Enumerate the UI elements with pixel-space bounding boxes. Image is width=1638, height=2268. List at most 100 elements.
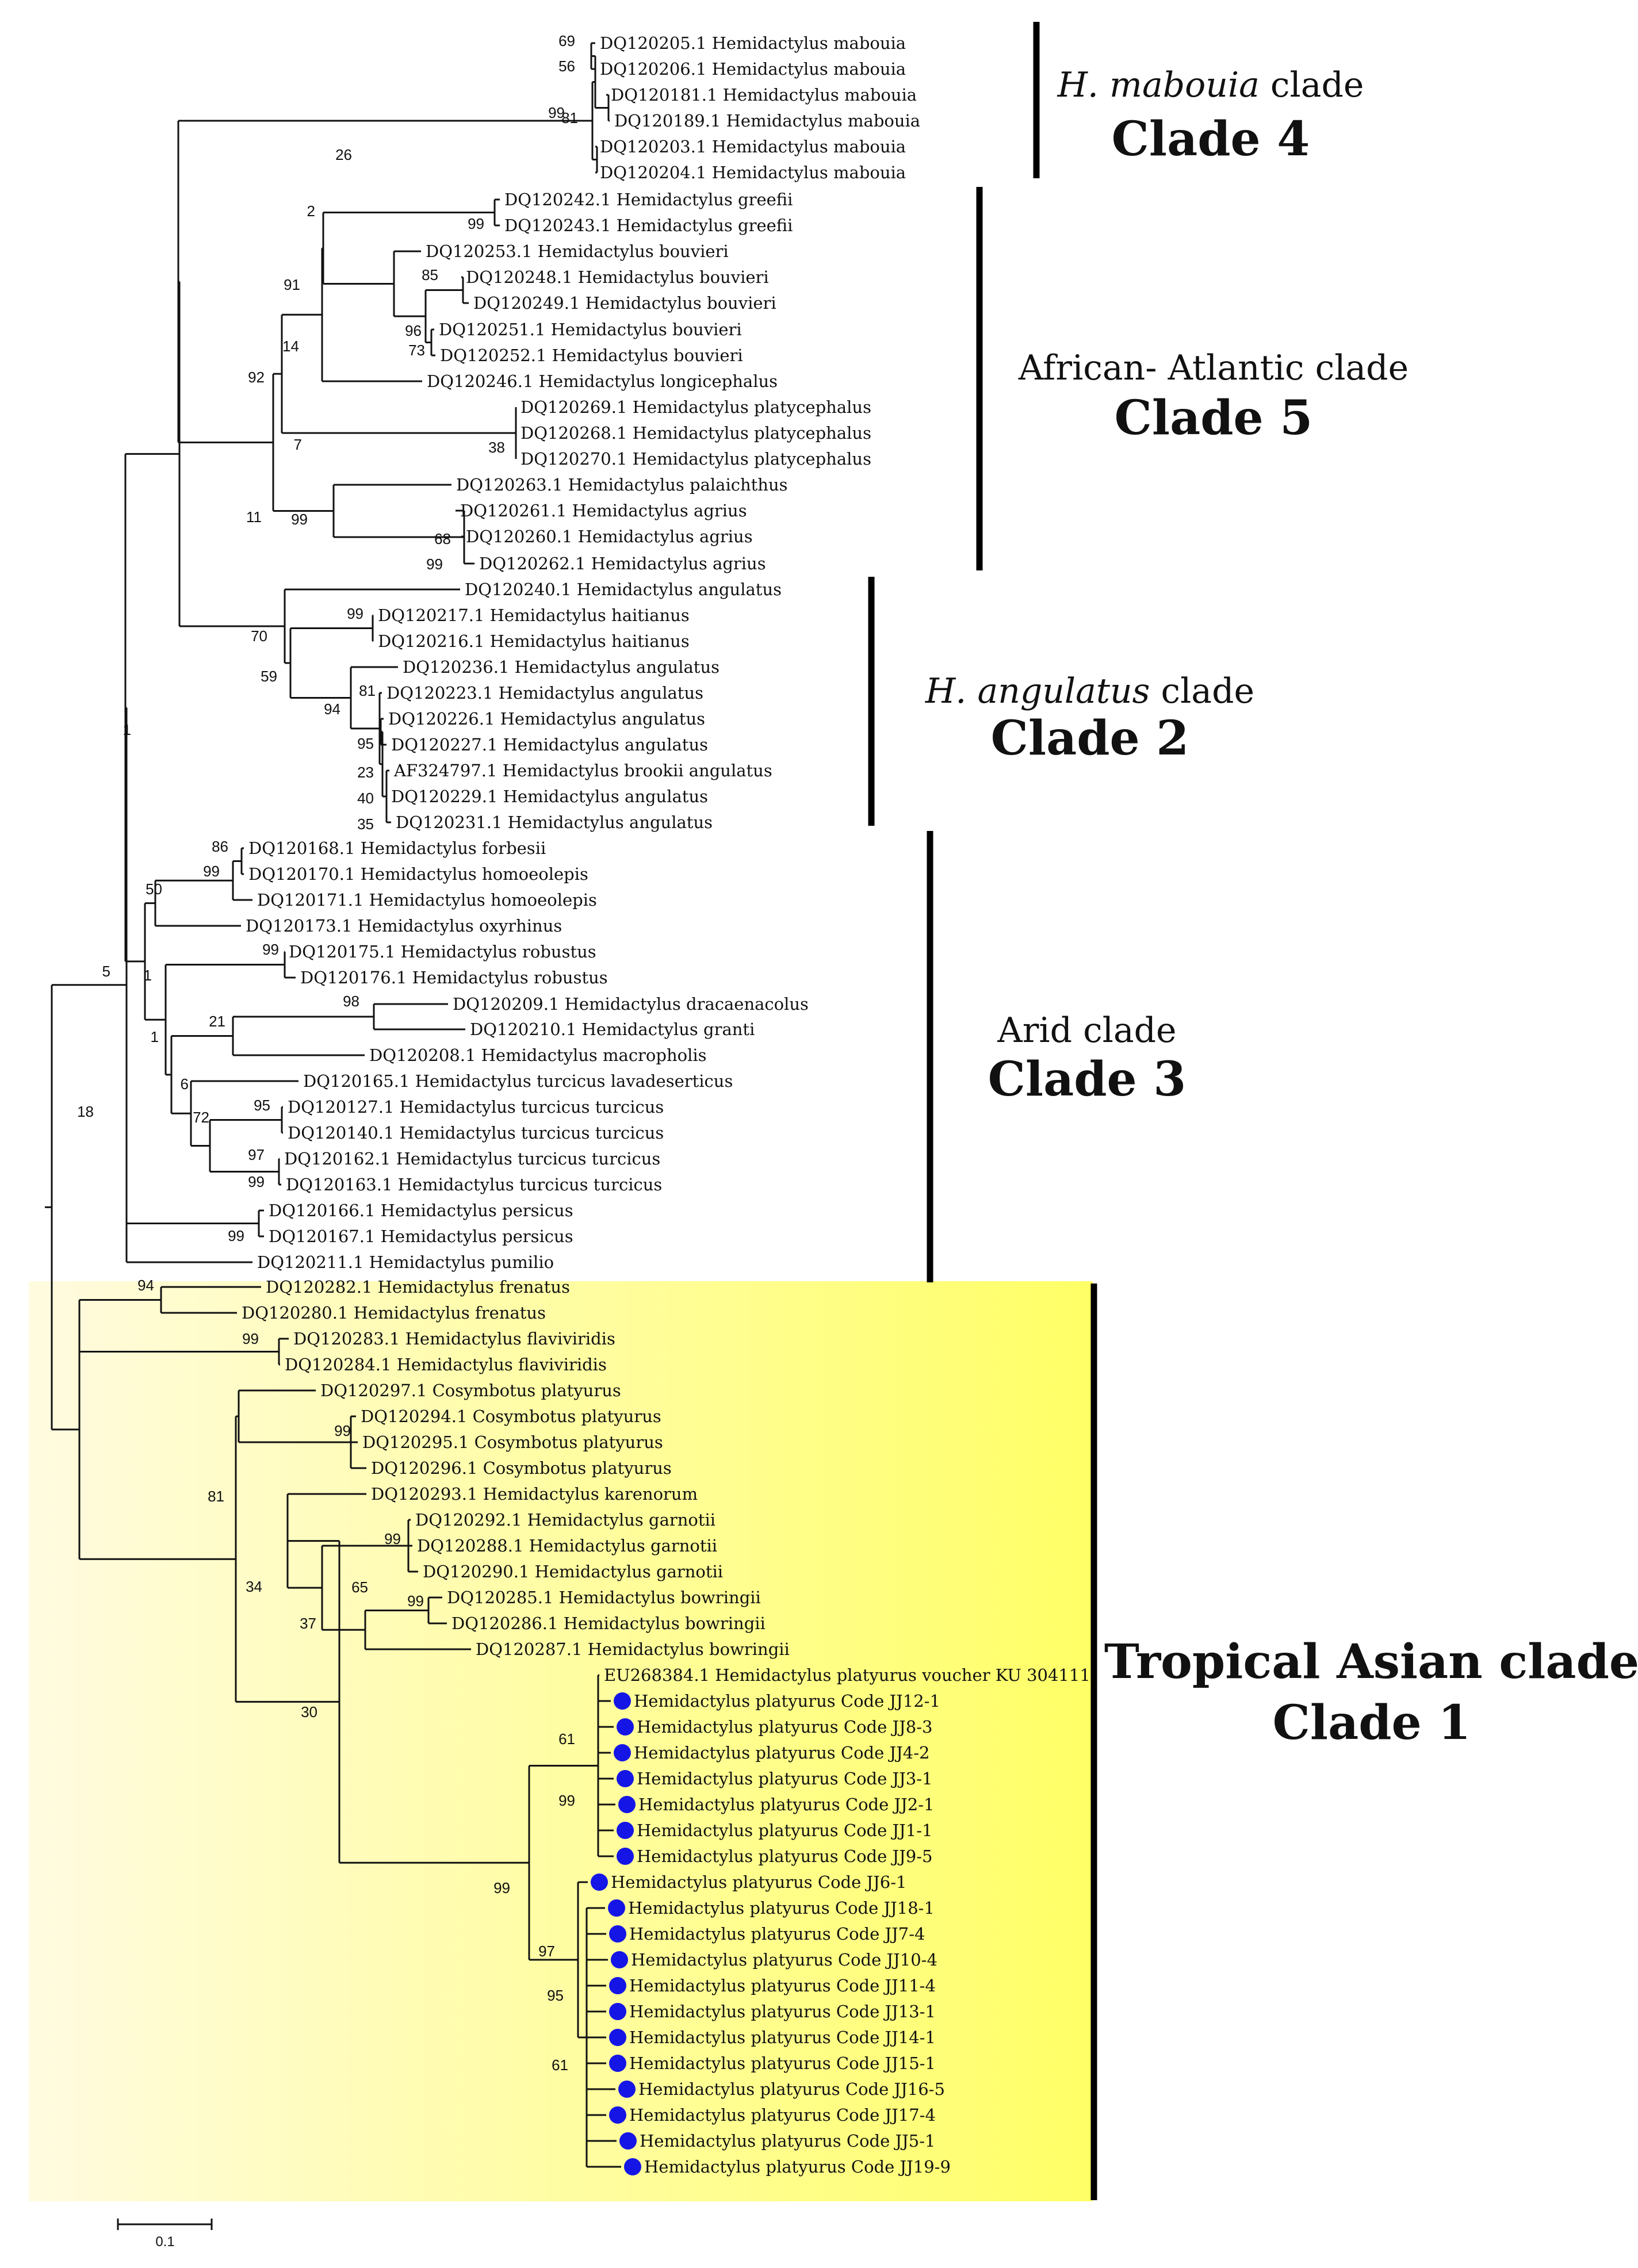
- bootstrap-value: 99: [248, 1173, 265, 1190]
- scale-bar: 0.1: [117, 2219, 213, 2250]
- leaf-label: DQ120236.1 Hemidactylus angulatus: [403, 657, 720, 677]
- bootstrap-value: 1: [123, 721, 131, 738]
- leaf-label: DQ120223.1 Hemidactylus angulatus: [386, 683, 703, 703]
- bootstrap-value: 99: [468, 215, 484, 232]
- sample-markers: [591, 1692, 641, 2175]
- bootstrap-value: 99: [262, 941, 279, 958]
- leaf-label: DQ120227.1 Hemidactylus angulatus: [391, 735, 708, 754]
- leaf-label: DQ120209.1 Hemidactylus dracaenacolus: [453, 994, 809, 1014]
- leaf-label: DQ120170.1 Hemidactylus homoeolepis: [248, 864, 588, 884]
- leaf-label: DQ120204.1 Hemidactylus mabouia: [600, 163, 906, 182]
- leaf-label: DQ120284.1 Hemidactylus flaviviridis: [285, 1355, 607, 1374]
- bootstrap-value: 73: [408, 342, 425, 359]
- clade-2-name: H. angulatus clade: [925, 671, 1254, 711]
- bootstrap-value: 81: [208, 1488, 224, 1505]
- leaf-label: Hemidactylus platyurus Code JJ19-9: [644, 2157, 951, 2177]
- leaf-label: DQ120261.1 Hemidactylus agrius: [460, 501, 747, 520]
- sample-marker-icon: [617, 1848, 634, 1865]
- leaf-label: DQ120210.1 Hemidactylus granti: [470, 1020, 755, 1039]
- leaf-label: DQ120268.1 Hemidactylus platycephalus: [521, 423, 871, 443]
- clade-5-name: African- Atlantic clade: [1018, 348, 1409, 388]
- leaf-label: DQ120292.1 Hemidactylus garnotii: [415, 1510, 715, 1530]
- sample-marker-icon: [617, 1822, 634, 1839]
- bootstrap-value: 37: [300, 1615, 316, 1632]
- bootstrap-value: 97: [538, 1943, 555, 1960]
- bootstrap-value: 26: [335, 146, 352, 163]
- clade-5-number: Clade 5: [1115, 390, 1313, 446]
- clade-2-number: Clade 2: [991, 711, 1189, 766]
- bootstrap-value: 81: [561, 109, 578, 127]
- leaf-label: DQ120163.1 Hemidactylus turcicus turcicu…: [286, 1175, 662, 1194]
- bootstrap-value: 91: [284, 276, 300, 293]
- leaf-label: DQ120285.1 Hemidactylus bowringii: [447, 1588, 761, 1607]
- bootstrap-value: 72: [193, 1109, 209, 1126]
- bootstrap-value: 95: [254, 1097, 270, 1114]
- bootstrap-value: 94: [324, 700, 340, 718]
- bootstrap-value: 97: [248, 1146, 265, 1163]
- bootstrap-value: 18: [77, 1103, 94, 1120]
- bootstrap-value: 95: [357, 735, 374, 752]
- leaf-label: DQ120208.1 Hemidactylus macropholis: [369, 1045, 707, 1065]
- leaf-label: DQ120166.1 Hemidactylus persicus: [269, 1201, 573, 1220]
- bootstrap-value: 99: [493, 1879, 510, 1897]
- clade-4-number: Clade 4: [1112, 112, 1310, 167]
- bootstrap-value: 92: [248, 369, 265, 386]
- bootstrap-value: 99: [228, 1227, 244, 1244]
- leaf-label: DQ120140.1 Hemidactylus turcicus turcicu…: [288, 1123, 664, 1143]
- sample-marker-icon: [619, 2132, 637, 2150]
- leaf-label: Hemidactylus platyurus Code JJ16-5: [638, 2079, 945, 2099]
- leaf-label: Hemidactylus platyurus Code JJ17-4: [629, 2105, 936, 2125]
- bootstrap-value: 7: [294, 436, 302, 453]
- bootstrap-value: 14: [282, 338, 299, 355]
- sample-marker-icon: [591, 1874, 608, 1891]
- tropical-asian-highlight: [29, 1281, 1093, 2201]
- sample-marker-icon: [609, 1977, 626, 1994]
- leaf-label: DQ120165.1 Hemidactylus turcicus lavades…: [303, 1071, 733, 1091]
- bootstrap-value: 65: [351, 1579, 368, 1596]
- clade-1-number: Clade 1: [1273, 1695, 1471, 1750]
- leaf-label: DQ120263.1 Hemidactylus palaichthus: [456, 475, 788, 495]
- bootstrap-value: 34: [246, 1578, 262, 1595]
- bootstrap-value: 99: [426, 555, 443, 573]
- leaf-label: DQ120290.1 Hemidactylus garnotii: [423, 1562, 723, 1581]
- leaf-label: DQ120243.1 Hemidactylus greefii: [504, 216, 793, 235]
- bootstrap-value: 70: [251, 627, 267, 645]
- bootstrap-value: 50: [146, 880, 162, 898]
- leaf-label: DQ120260.1 Hemidactylus agrius: [466, 527, 753, 546]
- bootstrap-value: 61: [558, 1730, 575, 1748]
- leaf-label: DQ120280.1 Hemidactylus frenatus: [242, 1303, 546, 1323]
- scale-bar-label: 0.1: [155, 2234, 174, 2250]
- bootstrap-value: 99: [291, 511, 308, 528]
- leaf-label: DQ120168.1 Hemidactylus forbesii: [248, 838, 546, 858]
- leaf-label: DQ120269.1 Hemidactylus platycephalus: [521, 397, 871, 417]
- bootstrap-value: 81: [359, 682, 376, 699]
- sample-marker-icon: [609, 2003, 626, 2020]
- bootstrap-value: 23: [357, 764, 374, 781]
- bootstrap-value: 35: [357, 815, 374, 833]
- leaf-label: DQ120246.1 Hemidactylus longicephalus: [427, 371, 778, 391]
- leaf-label: Hemidactylus platyurus Code JJ15-1: [629, 2054, 936, 2073]
- bootstrap-value: 99: [334, 1422, 351, 1439]
- leaf-label: DQ120240.1 Hemidactylus angulatus: [465, 580, 782, 599]
- clade-4-name: H. mabouia clade: [1057, 65, 1364, 105]
- bootstrap-value: 1: [151, 1028, 159, 1045]
- leaf-label: EU268384.1 Hemidactylus platyurus vouche…: [604, 1665, 1090, 1685]
- bootstrap-value: 2: [307, 202, 315, 220]
- bootstrap-value: 99: [407, 1592, 424, 1610]
- leaf-label: DQ120181.1 Hemidactylus mabouia: [611, 85, 917, 105]
- bootstrap-value: 99: [558, 1792, 575, 1809]
- leaf-label: DQ120189.1 Hemidactylus mabouia: [614, 111, 920, 131]
- bootstrap-value: 69: [558, 32, 575, 49]
- bootstrap-value: 30: [301, 1703, 317, 1721]
- bootstrap-value: 59: [261, 668, 277, 685]
- leaf-label: Hemidactylus platyurus Code JJ5-1: [640, 2131, 935, 2151]
- sample-marker-icon: [618, 2081, 636, 2098]
- leaf-label: Hemidactylus platyurus Code JJ1-1: [637, 1821, 932, 1840]
- leaf-label: Hemidactylus platyurus Code JJ6-1: [611, 1872, 906, 1892]
- leaf-label: DQ120127.1 Hemidactylus turcicus turcicu…: [288, 1097, 664, 1117]
- leaf-label: DQ120288.1 Hemidactylus garnotii: [417, 1536, 717, 1556]
- tree-branches: [45, 42, 621, 2168]
- clade-1-name: Tropical Asian clade: [1104, 1634, 1638, 1689]
- sample-marker-icon: [609, 2055, 626, 2072]
